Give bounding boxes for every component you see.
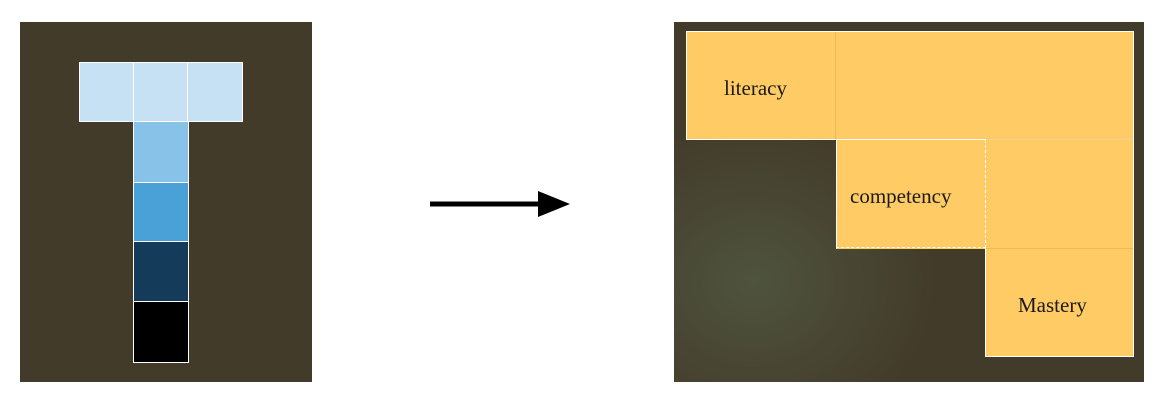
t-cell-top-mid — [133, 62, 189, 122]
t-cell-stem-2 — [133, 182, 189, 243]
competency-dashed-outline-top — [836, 139, 986, 140]
t-cell-stem-4 — [133, 301, 189, 363]
stair-grid-line — [986, 139, 1133, 140]
label-literacy: literacy — [724, 76, 787, 100]
t-cell-top-right — [187, 62, 243, 122]
label-mastery: Mastery — [1018, 293, 1087, 317]
stair-block-top — [686, 31, 1134, 140]
stair-grid-line — [835, 32, 836, 139]
right-arrow-icon — [430, 191, 570, 217]
competency-dashed-outline — [836, 140, 986, 248]
t-shape-panel — [20, 22, 312, 382]
staircase-panel: literacy competency Mastery — [674, 22, 1144, 382]
t-cell-stem-1 — [133, 121, 189, 183]
t-cell-top-left — [79, 62, 135, 122]
stair-grid-line — [986, 248, 1133, 249]
label-competency: competency — [850, 184, 952, 208]
stair-block-bottom — [985, 248, 1134, 357]
t-cell-stem-3 — [133, 241, 189, 302]
